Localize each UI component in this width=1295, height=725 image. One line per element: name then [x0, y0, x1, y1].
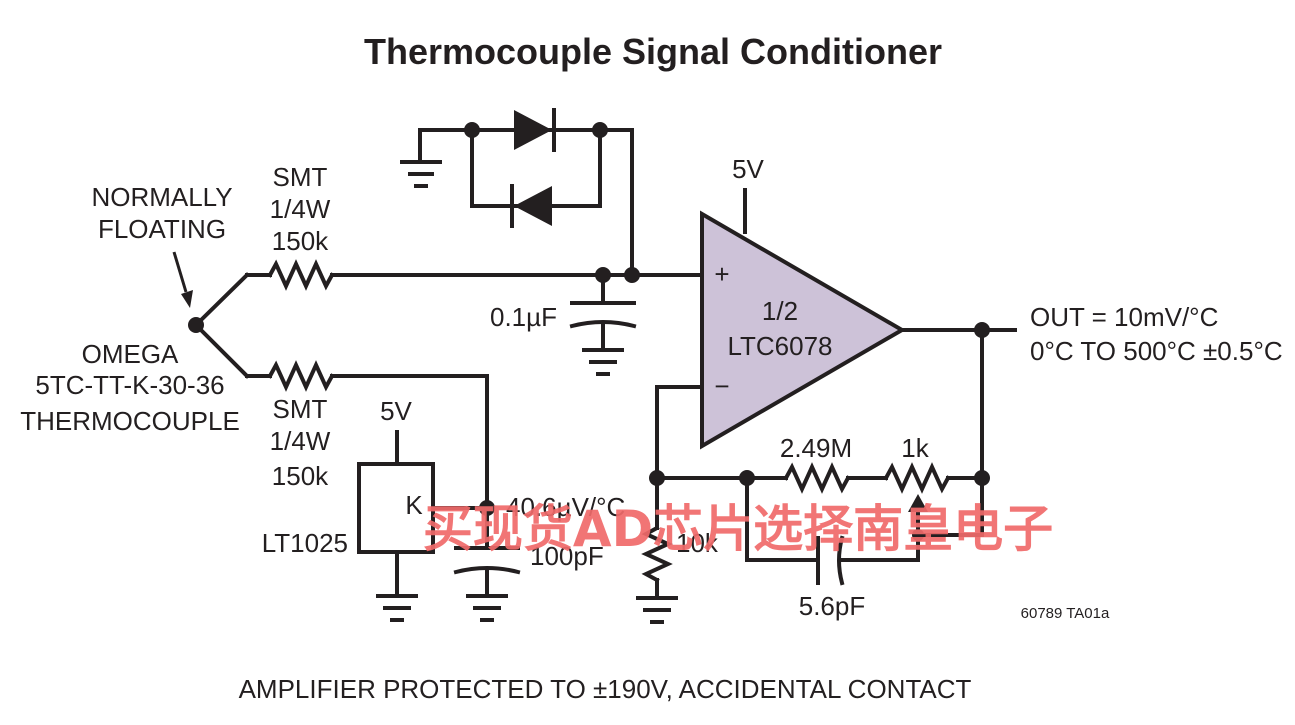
- r-top-label-1: SMT: [273, 162, 328, 192]
- op-amp-ltc6078: [700, 188, 906, 450]
- footer-note: AMPLIFIER PROTECTED TO ±190V, ACCIDENTAL…: [239, 674, 972, 704]
- capacitor-100pf: [453, 506, 521, 622]
- lt-pin-label: K: [405, 490, 423, 520]
- cap-feedback-label: 5.6pF: [799, 591, 866, 621]
- amp-minus-label: −: [714, 371, 729, 401]
- normally-floating-label-2: FLOATING: [98, 214, 226, 244]
- thermocouple-junction: [188, 272, 250, 379]
- resistor-bottom-150k: [245, 360, 489, 510]
- floating-arrow: [172, 251, 193, 308]
- amp-label-2: LTC6078: [727, 331, 832, 361]
- r-ground-label: 10k: [676, 528, 719, 558]
- capacitor-5.6pf: [745, 476, 920, 586]
- ground-symbol-diodes: [400, 128, 634, 277]
- r-bottom-label-2: 1/4W: [270, 426, 331, 456]
- page-title: Thermocouple Signal Conditioner: [364, 31, 942, 72]
- r-feedback-label: 2.49M: [780, 433, 852, 463]
- output-label-1: OUT = 10mV/°C: [1030, 302, 1218, 332]
- output-label-2: 0°C TO 500°C ±0.5°C: [1030, 336, 1283, 366]
- r-top-label-2: 1/4W: [270, 194, 331, 224]
- lt-coeff-label: 40.6µV/°C: [506, 492, 625, 522]
- lt-part-label: LT1025: [262, 528, 348, 558]
- diode-pair: [464, 108, 608, 228]
- capacitor-0.1uf: [569, 267, 640, 376]
- pot-label: 1k: [901, 433, 929, 463]
- lt1025-chip: [357, 430, 495, 622]
- amp-label-1: 1/2: [762, 296, 798, 326]
- feedback-wiring: [649, 385, 788, 486]
- potentiometer-1k: [883, 462, 990, 541]
- cap-input-label: 0.1µF: [490, 302, 557, 332]
- thermocouple-label-2: 5TC-TT-K-30-36: [35, 370, 224, 400]
- normally-floating-label-1: NORMALLY: [91, 182, 232, 212]
- output-node: [900, 322, 1017, 480]
- thermocouple-label-3: THERMOCOUPLE: [20, 406, 240, 436]
- r-top-label-3: 150k: [272, 226, 329, 256]
- r-bottom-label-3: 150k: [272, 461, 329, 491]
- r-bottom-label-1: SMT: [273, 394, 328, 424]
- lt-supply-label: 5V: [380, 396, 412, 426]
- figure-id: 60789 TA01a: [1021, 605, 1110, 622]
- watermark-text: 买现货AD芯片选择南皇电子: [423, 500, 1053, 558]
- cap-lt-label: 100pF: [530, 541, 604, 571]
- thermocouple-label-1: OMEGA: [82, 339, 179, 369]
- resistor-10k: [636, 476, 678, 624]
- amp-supply-label: 5V: [732, 154, 764, 184]
- amp-plus-label: +: [714, 259, 729, 289]
- resistor-2.49m: [783, 462, 888, 494]
